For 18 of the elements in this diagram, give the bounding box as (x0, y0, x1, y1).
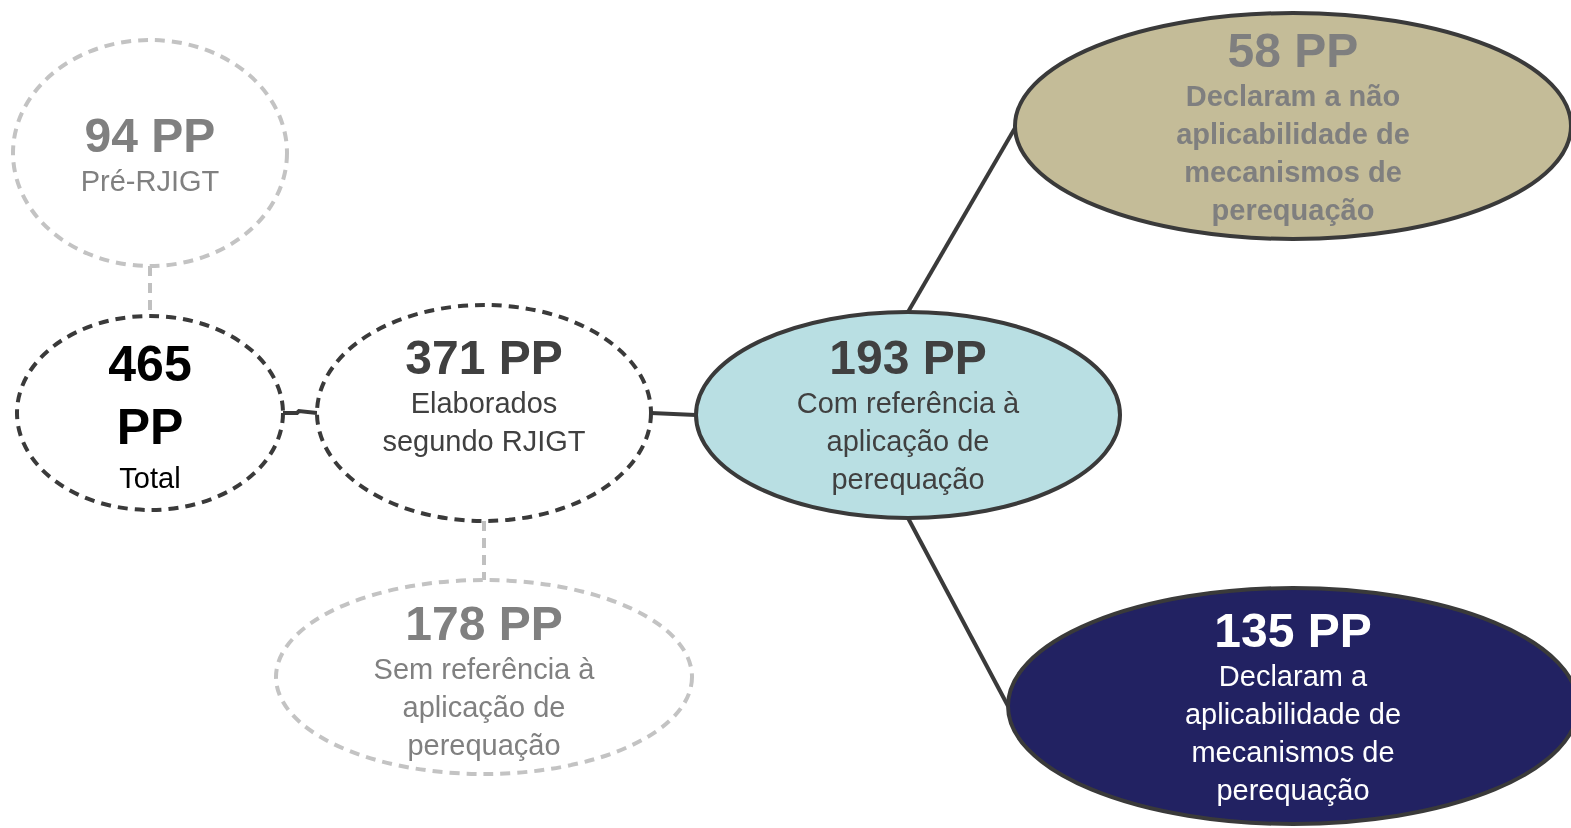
node-description: Declaram a não aplicabilidade de mecanismos de perequação (1175, 79, 1411, 228)
count-heading: 465 PP (107, 335, 193, 457)
count-heading: 94 PP (84, 110, 216, 162)
count-heading: 193 PP (829, 332, 987, 384)
connector-line (906, 127, 1017, 313)
node-description: Pré-RJIGT (80, 164, 220, 199)
connector-line (650, 411, 697, 417)
node-description: Elaborados segundo RJIGT (381, 386, 587, 459)
connector-line (283, 408, 318, 415)
node-description: Declaram a aplicabilidade de mecanismos de perequação (1183, 659, 1403, 808)
dashed-connector (482, 521, 486, 580)
node-description: Total (119, 461, 181, 496)
count-heading: 371 PP (405, 332, 563, 384)
count-heading: 178 PP (405, 598, 563, 650)
count-heading: 135 PP (1214, 605, 1372, 657)
node-description: Sem referência à aplicação de perequação (372, 652, 596, 763)
node-description: Com referência à aplicação de perequação (795, 386, 1021, 497)
count-heading: 58 PP (1227, 25, 1359, 77)
